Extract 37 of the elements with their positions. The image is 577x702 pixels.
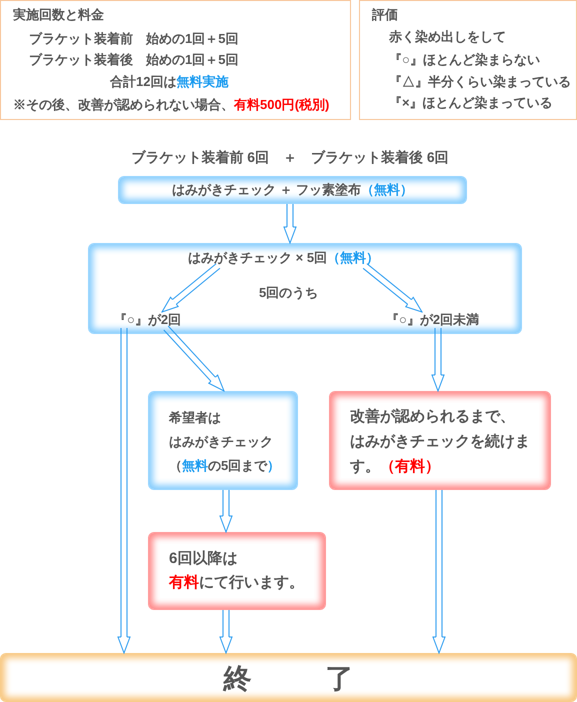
info-text: ブラケット装着後 始めの1回＋5回	[29, 52, 238, 68]
process-box	[88, 243, 522, 334]
arrow	[220, 490, 232, 532]
info-text: 『○』ほとんど染まらない	[389, 52, 540, 68]
process-box	[148, 532, 326, 610]
box-text: はみがきチェック ＋ フッ素塗布（無料）	[172, 181, 414, 199]
arrow	[162, 263, 220, 312]
info-panel	[0, 0, 351, 120]
outcome-text: 『○』が2回	[114, 312, 182, 328]
panel-heading: 評価	[372, 7, 398, 23]
end-text: 終 了	[222, 663, 360, 695]
info-text: 合計12回は無料実施	[110, 74, 228, 90]
branch-caption: 5回のうち	[259, 285, 318, 301]
arrow	[432, 490, 446, 654]
panel-heading: 実施回数と料金	[13, 7, 104, 23]
arrow	[284, 204, 296, 244]
box-text: 改善が認められるまで、はみがきチェックを続けます。（有料）	[350, 406, 530, 477]
note-text: ※その後、改善が認められない場合、有料500円(税別)	[13, 97, 330, 113]
process-box	[148, 391, 298, 490]
end-box	[0, 653, 577, 702]
arrow	[432, 328, 444, 392]
info-text: 『×』ほとんど染まっている	[389, 95, 553, 111]
arrow	[118, 328, 130, 654]
arrow	[362, 263, 422, 312]
outcome-text: 『○』が2回未満	[386, 312, 480, 328]
step-text: はみがきチェック × 5回（無料）	[188, 250, 380, 266]
arrow	[220, 610, 232, 654]
flow-heading: ブラケット装着前 6回 ＋ ブラケット装着後 6回	[131, 149, 449, 165]
info-text: ブラケット装着前 始めの1回＋5回	[29, 31, 238, 47]
info-panel	[359, 0, 577, 120]
process-box	[329, 391, 551, 490]
info-text: 赤く染め出しをして	[389, 29, 506, 45]
process-box	[118, 176, 467, 204]
box-text: 希望者ははみがきチェック（無料の5回まで）	[169, 409, 280, 475]
info-text: 『△』半分くらい染まっている	[389, 74, 571, 90]
arrow	[163, 326, 224, 392]
box-text: 6回以降は有料にて行います。	[169, 549, 304, 593]
